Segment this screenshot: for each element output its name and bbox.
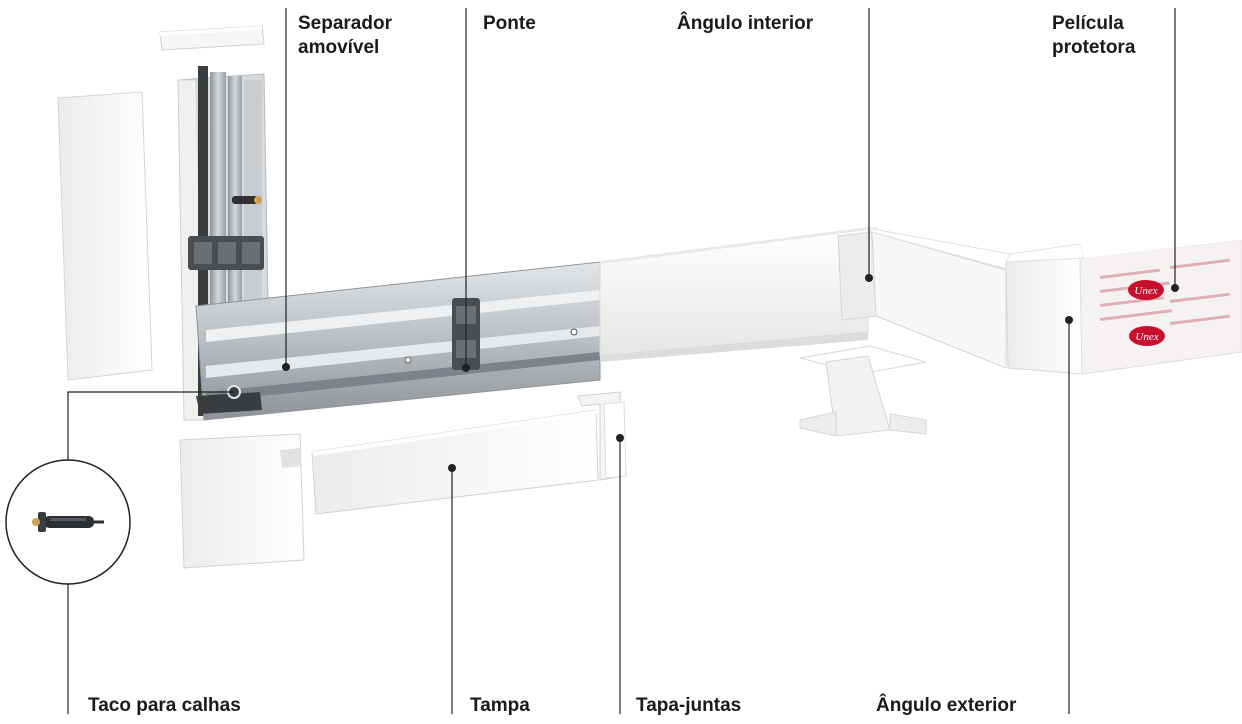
leader-taco (67, 391, 234, 460)
label-pelicula-line1: Película (1052, 13, 1124, 34)
loose-inner-angle (799, 345, 927, 437)
label-separador-amovivel: Separador amovível (298, 12, 392, 60)
end-cap-bottom (179, 433, 305, 569)
label-separador-line1: Separador (298, 13, 392, 34)
label-tapa-juntas: Tapa-juntas (636, 695, 742, 716)
inner-angle-piece (837, 227, 1011, 369)
label-separador-line2: amovível (298, 37, 380, 58)
horizontal-trunking-body (195, 261, 601, 421)
label-pelicula-line2: protetora (1052, 37, 1136, 58)
label-angulo-exterior: Ângulo exterior (876, 695, 1017, 716)
leader-dots (282, 274, 1179, 472)
unex-logo: Unex Unex (1128, 280, 1165, 346)
label-pelicula-protetora: Película protetora (1052, 12, 1135, 60)
vertical-trunking-body (177, 66, 269, 421)
white-trunk-run (599, 227, 879, 362)
label-angulo-interior: Ângulo interior (677, 13, 814, 34)
loose-cover-panel (57, 91, 153, 381)
label-ponte: Ponte (483, 13, 536, 34)
protective-film-trunk: Unex Unex (1079, 226, 1242, 375)
anchor-detail-circle (5, 459, 131, 585)
leader-lines (67, 8, 1176, 714)
label-tampa: Tampa (470, 695, 530, 716)
top-end-cap (159, 25, 265, 51)
outer-angle-piece (1005, 243, 1085, 375)
label-taco-para-calhas: Taco para calhas (88, 695, 241, 716)
unex-logo-text: Unex (1134, 285, 1157, 297)
unex-logo-text-2: Unex (1135, 331, 1158, 343)
wall-plug-icon (32, 512, 104, 532)
loose-cover-tampa (311, 409, 599, 515)
